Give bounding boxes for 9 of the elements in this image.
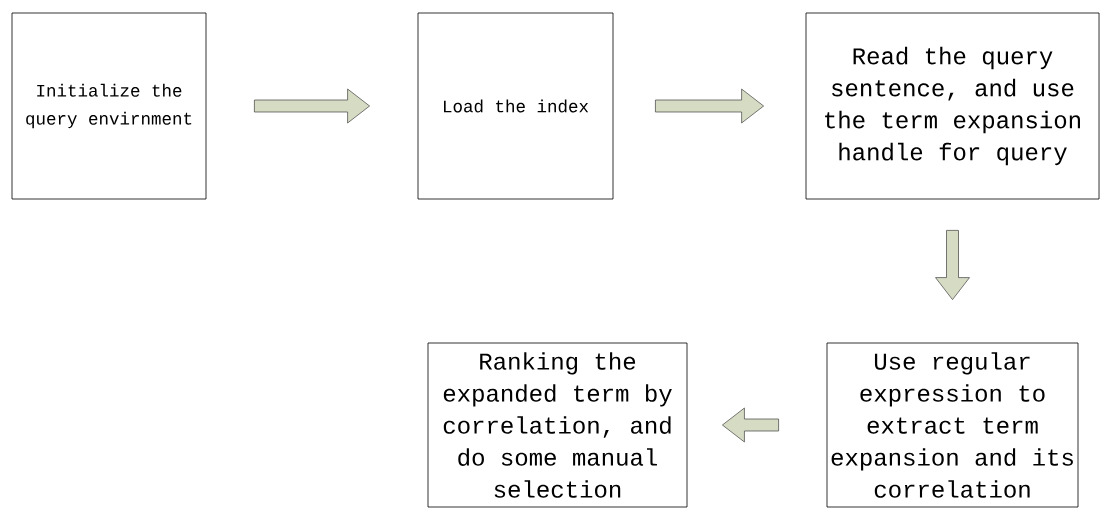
block-arrow (655, 88, 764, 124)
block-arrow (935, 230, 970, 300)
process-box: Load the index (417, 12, 614, 200)
process-box: Ranking the expanded term by correlation, and do some manual selection (427, 342, 688, 508)
process-box: Use regular expression to extract term expansion and its correlation (826, 342, 1079, 508)
process-box: Initialize the query envirnment (11, 12, 207, 200)
process-box: Read the query sentence, and use the term expansion handle for query (805, 12, 1100, 200)
block-arrow (722, 407, 779, 443)
block-arrow (254, 88, 370, 124)
